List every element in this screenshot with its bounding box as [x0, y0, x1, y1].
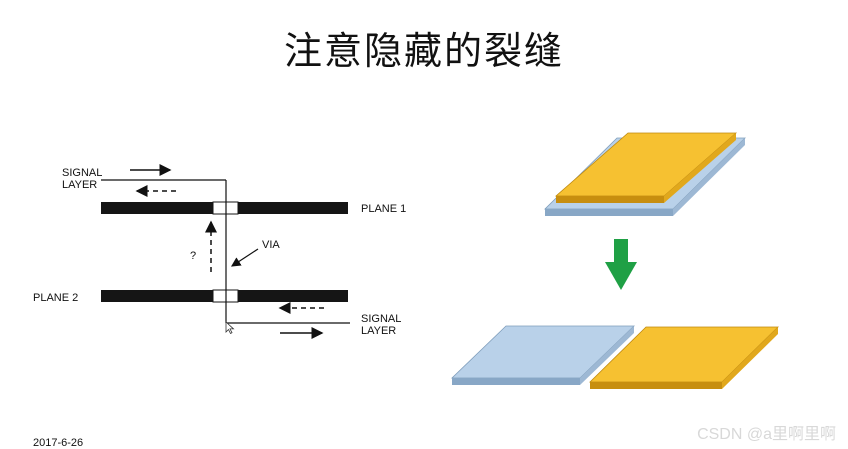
- plane2-label: PLANE 2: [33, 292, 79, 304]
- blue-slab-front: [545, 209, 673, 216]
- plane2-bar-left: [101, 290, 213, 302]
- gold-plane-front: [590, 382, 722, 389]
- plane1-bar-right: [238, 202, 348, 214]
- separated-planes: [451, 325, 779, 389]
- cursor-icon: [225, 321, 235, 335]
- signal-layer-bottom-line1: SIGNAL: [361, 313, 402, 325]
- signal-layer-bottom-line2: LAYER: [361, 325, 397, 337]
- signal-layer-top-label: SIGNAL LAYER: [62, 167, 102, 191]
- watermark: CSDN @a里啊里啊: [697, 426, 836, 443]
- via-pointer-arrow: [230, 248, 259, 267]
- blue-plane-front: [452, 378, 580, 385]
- blue-plane-side: [580, 326, 634, 385]
- blue-slab-side: [673, 138, 745, 216]
- down-arrow-icon: [605, 239, 637, 290]
- question-mark: ?: [190, 250, 197, 262]
- stacked-planes: [544, 132, 746, 216]
- gold-plane-side: [722, 327, 778, 389]
- gold-slab-front: [556, 196, 664, 203]
- plane2-bar-right: [238, 290, 348, 302]
- slide-title: 注意隐藏的裂缝: [283, 29, 564, 73]
- plane1-label: PLANE 1: [361, 203, 407, 215]
- slide-date: 2017-6-26: [33, 437, 84, 449]
- gold-slab-side: [664, 133, 736, 203]
- signal-layer-top-line2: LAYER: [62, 179, 98, 191]
- plane1-bar-left: [101, 202, 213, 214]
- signal-layer-top-line1: SIGNAL: [62, 167, 103, 179]
- return-path-schematic: [101, 164, 350, 339]
- signal-layer-bottom-label: SIGNAL LAYER: [361, 313, 401, 337]
- via-label: VIA: [262, 239, 280, 251]
